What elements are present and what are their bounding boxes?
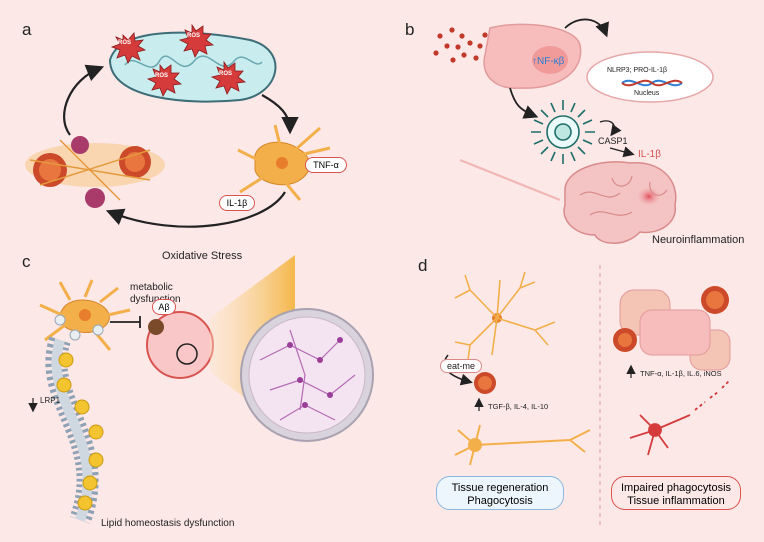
nfkb-text: NF-κβ [537,56,565,67]
cytokine-dots [433,27,488,63]
receptor-balls [54,314,104,341]
neuroinflammation-caption: Neuroinflammation [652,234,745,246]
ros-label: ROS [118,40,132,46]
tnf-alpha-pill: TNF-α [305,157,347,173]
inflammasome [531,100,595,164]
healthy-neuron [454,424,591,466]
ros-label: ROS [155,73,169,79]
nucleus-text: NLRP3; PRO-IL-1β [607,67,668,74]
activated-cells-right [613,286,731,371]
eat-me-label: eat-me [440,359,483,373]
phagocyte-cell [146,311,214,379]
cycle-arrow-up [63,64,105,136]
nucleus-label: Nucleus [634,90,660,97]
ros-label: ROS [187,33,201,39]
lipid-homeostasis-caption: Lipid homeostasis dysfunction [101,518,235,529]
arrow-to-inflammasome [509,87,539,119]
arrow-il1b [609,146,635,158]
casp1-label: CASP1 [598,136,628,146]
brain [563,161,677,244]
panel-label-d: d [418,256,428,275]
lipid-membrane [45,336,99,524]
nucleus-ellipse [586,51,714,103]
panel-label-a: a [22,20,32,39]
left-cytokines-label: TGF-β, IL-4, IL-10 [488,402,549,411]
arrow-casp1 [599,120,622,137]
lipid-droplets [56,352,104,511]
nfkb-label: ↑NF-κβ [532,56,565,67]
lrp1-label: LRP1 [40,396,61,405]
il1b-pill: IL-1β [219,195,255,211]
impaired-phagocytosis-box: Impaired phagocytosis Tissue inflammatio… [611,476,741,510]
panel-label-c: c [22,252,31,271]
ramified-microglia [454,271,556,361]
oxidative-stress-caption: Oxidative Stress [162,250,243,262]
panel-label-b: b [405,20,415,39]
faded-arrow-to-brain [459,158,561,202]
activated-cell [483,23,582,89]
right-cytokines-label: TNF-α, IL-1β, IL.6, iNOS [640,369,722,378]
il1b-output-label: IL-1β [638,149,661,160]
microglia-cell-c [39,279,131,351]
cycle-arrow-right [261,94,299,135]
cycle-arrow-down [105,191,286,228]
ros-label: ROS [219,71,233,77]
arrow-to-nucleus [564,18,609,38]
abeta-pill: Aβ [152,299,176,315]
ros-stars [110,23,247,97]
petri-dish [240,308,374,442]
inhibition-line [110,316,141,328]
tissue-regeneration-box: Tissue regeneration Phagocytosis [436,476,564,510]
amyloid-plaque-cluster [25,136,165,208]
damaged-neuron [629,379,731,456]
